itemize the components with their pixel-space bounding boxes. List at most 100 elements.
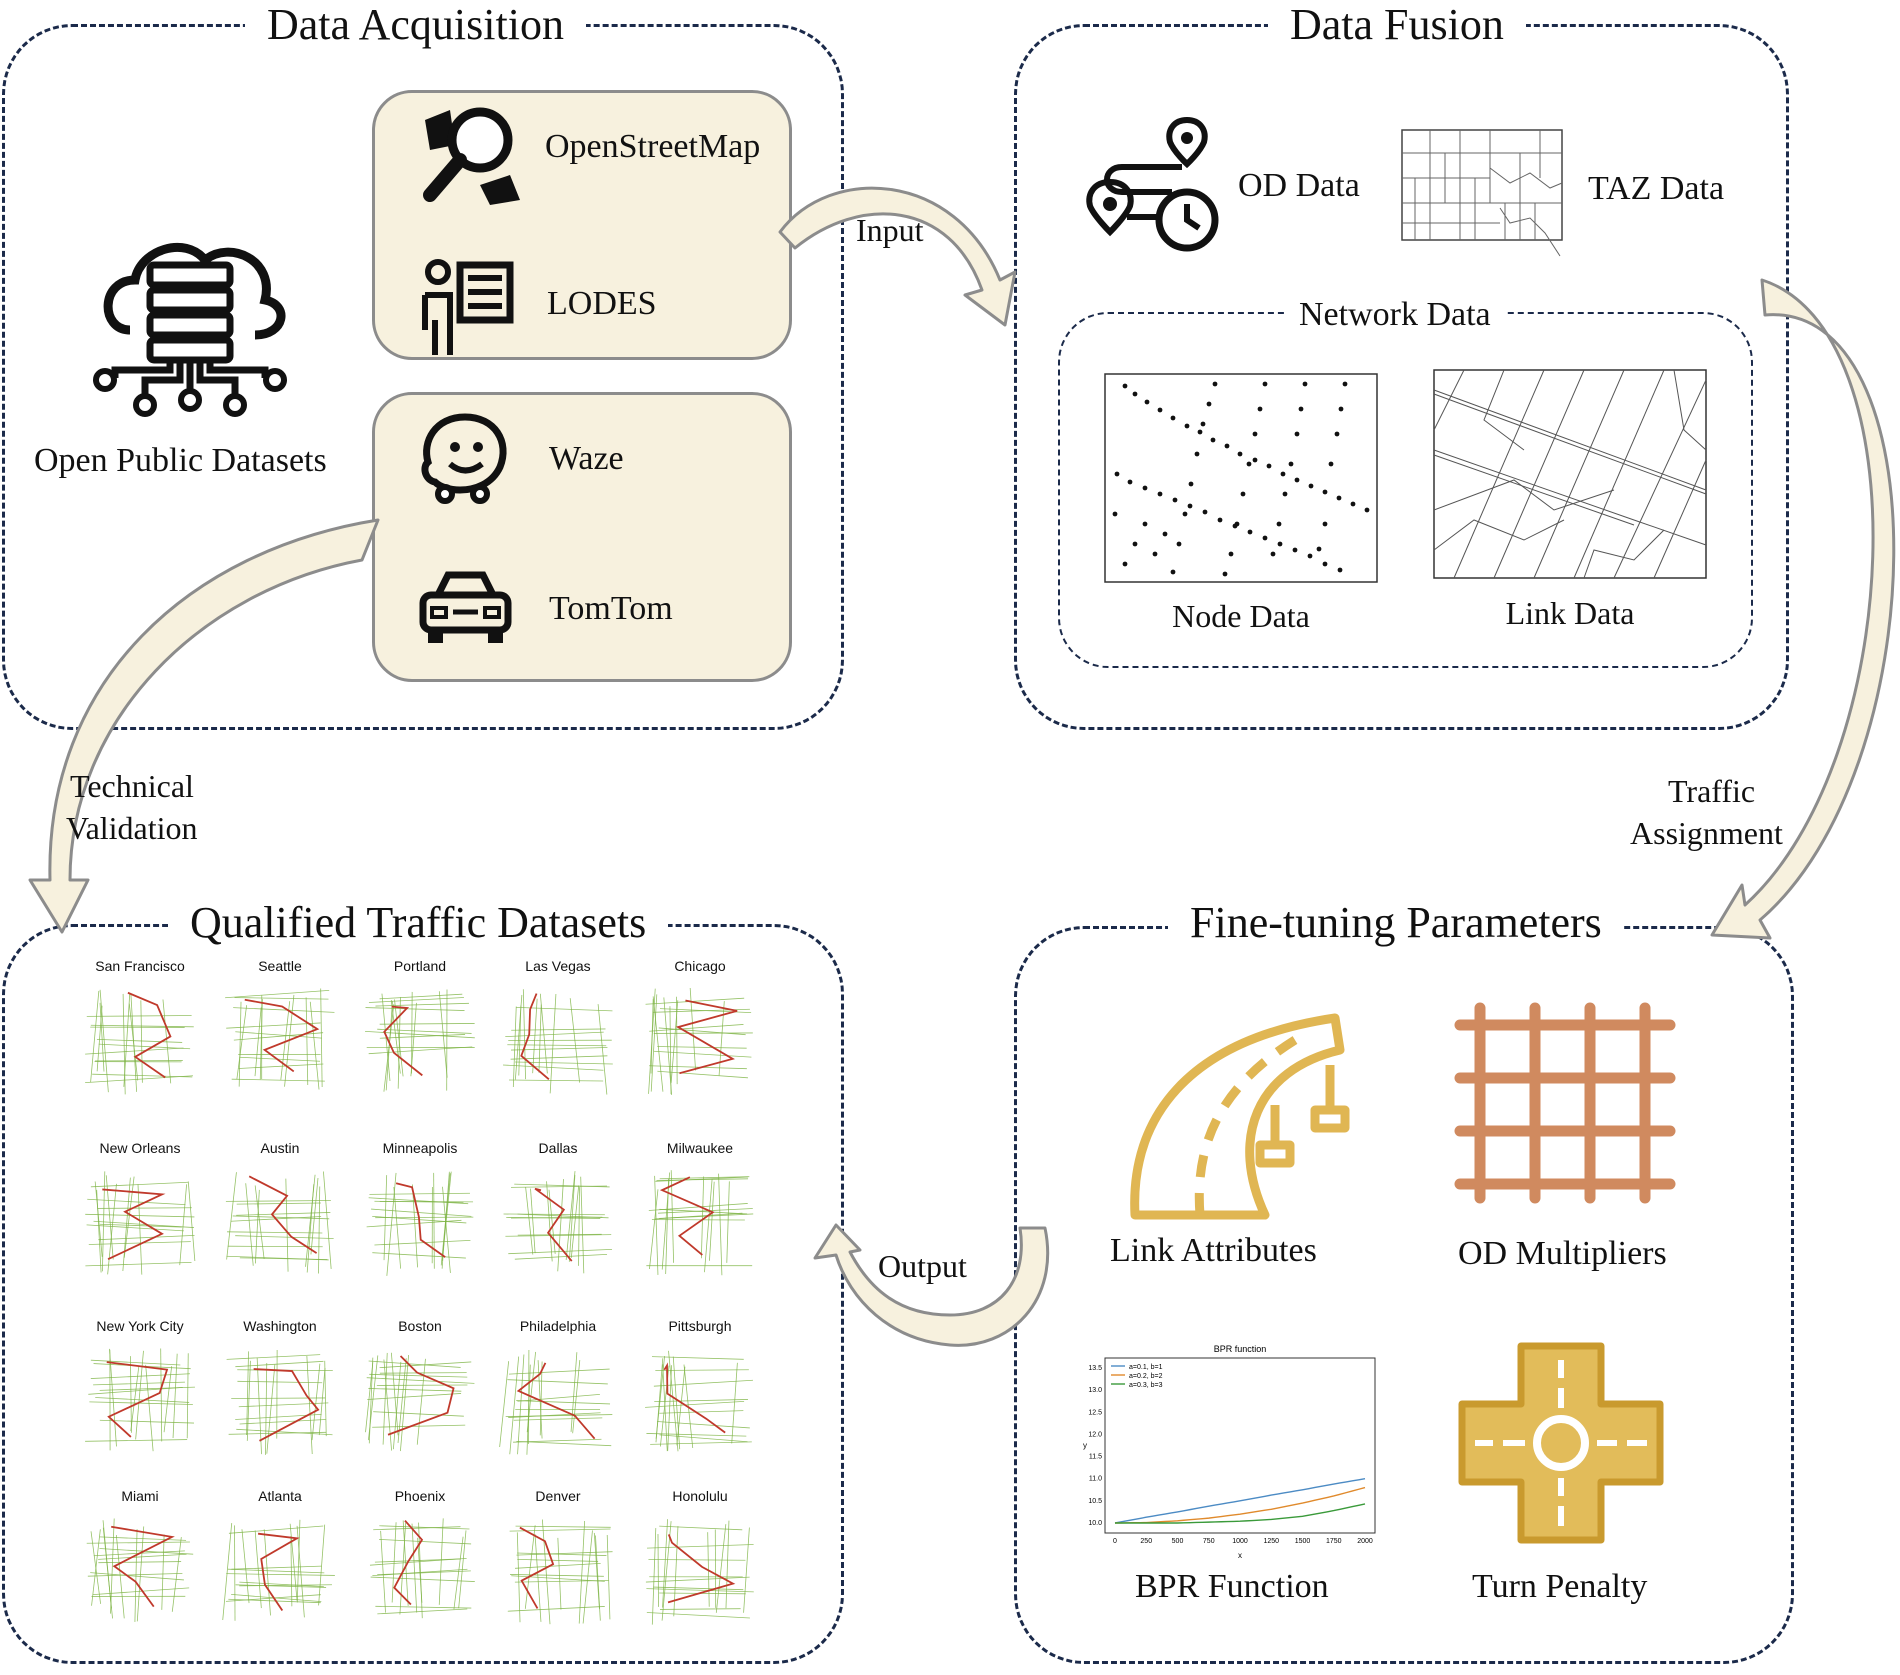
source-label-lodes: LODES (547, 285, 657, 322)
city-label: Miami (121, 1488, 159, 1504)
city-traffic-map (507, 1519, 613, 1625)
link-data-label: Link Data (1505, 595, 1635, 631)
city-traffic-map (85, 1348, 195, 1452)
city-label: Chicago (674, 958, 726, 974)
node-data-label: Node Data (1172, 598, 1310, 634)
city-label: Washington (243, 1318, 317, 1334)
link-data-plot (1433, 369, 1707, 579)
bpr-legend-entry: a=0.2, b=2 (1129, 1373, 1163, 1380)
bpr-x-tick-label: 0 (1113, 1538, 1117, 1545)
data-fusion-title: Data Fusion (1268, 0, 1526, 50)
city-traffic-map (86, 1518, 194, 1622)
city-traffic-map (366, 1171, 474, 1276)
bpr-x-tick-label: 1250 (1263, 1538, 1279, 1545)
city-traffic-map (225, 988, 335, 1090)
bpr-series-line (1114, 1486, 1366, 1524)
city-traffic-map (225, 1171, 334, 1274)
bpr-series-line (1115, 1503, 1366, 1524)
bpr-plot-frame (1104, 1357, 1376, 1534)
bpr-y-tick-label: 10.0 (1088, 1520, 1102, 1527)
city-traffic-map (226, 1349, 333, 1455)
city-traffic-map (85, 1171, 196, 1275)
city-label: Austin (260, 1140, 300, 1156)
bpr-y-tick-label: 12.0 (1088, 1431, 1102, 1438)
bpr-legend-entry: a=0.3, b=3 (1129, 1382, 1163, 1389)
bpr-x-label: x (1238, 1551, 1242, 1560)
bpr-x-tick-label: 250 (1140, 1538, 1152, 1545)
bpr-series-line (1114, 1478, 1366, 1524)
map-search-icon (420, 105, 525, 205)
bpr-x-tick-label: 1500 (1295, 1538, 1311, 1545)
city-label: Pittsburgh (668, 1318, 732, 1334)
bpr-y-tick-label: 12.5 (1088, 1409, 1102, 1416)
bpr-chart-title: BPR function (1214, 1344, 1267, 1354)
city-traffic-map (222, 1519, 335, 1621)
od-route-icon (1082, 112, 1227, 252)
city-traffic-map (369, 1518, 475, 1619)
person-document-icon (420, 259, 515, 355)
bpr-y-tick-label: 13.5 (1088, 1365, 1102, 1372)
city-traffic-map (365, 989, 475, 1092)
od-data-label: OD Data (1238, 167, 1360, 204)
source-label-waze: Waze (549, 440, 624, 477)
traffic-assignment-label-line1: Traffic (1668, 773, 1756, 809)
taz-map-icon (1400, 128, 1565, 258)
turn-penalty-intersection-icon (1455, 1338, 1667, 1548)
cloud-server-icon (90, 220, 290, 420)
city-label: Phoenix (394, 1488, 446, 1504)
link-attributes-label: Link Attributes (1110, 1232, 1317, 1269)
city-label: Portland (393, 958, 447, 974)
city-traffic-map (645, 1350, 753, 1452)
bpr-legend-entry: a=0.1, b=1 (1129, 1364, 1163, 1371)
bpr-x-tick-label: 1750 (1326, 1538, 1342, 1545)
bpr-x-tick-label: 750 (1203, 1538, 1215, 1545)
open-public-datasets-label: Open Public Datasets (34, 442, 327, 479)
city-label: Minneapolis (382, 1140, 458, 1156)
city-label: San Francisco (95, 958, 185, 974)
city-label: Milwaukee (666, 1140, 734, 1156)
bpr-x-tick-label: 1000 (1232, 1538, 1248, 1545)
car-icon (418, 570, 513, 645)
city-label: Las Vegas (525, 958, 591, 974)
city-traffic-map (365, 1352, 475, 1452)
qualified-datasets-title: Qualified Traffic Datasets (168, 898, 669, 948)
city-label: Philadelphia (519, 1318, 597, 1334)
data-acquisition-title: Data Acquisition (245, 0, 586, 50)
city-label: New Orleans (99, 1140, 181, 1156)
city-traffic-map (502, 989, 613, 1095)
city-label: Boston (398, 1318, 442, 1334)
bpr-y-tick-label: 13.0 (1088, 1387, 1102, 1394)
city-label: Seattle (258, 958, 302, 974)
output-arrow-label: Output (878, 1248, 967, 1284)
bpr-y-tick-label: 11.0 (1089, 1476, 1102, 1483)
city-label: Dallas (538, 1140, 578, 1156)
city-label: Atlanta (258, 1488, 302, 1504)
city-label: New York City (96, 1318, 184, 1334)
bpr-function-chart: BPR function 0 250 500 750 1000 1250 1500 1750 2… (1083, 1344, 1376, 1560)
road-bridge-icon (1125, 1010, 1350, 1220)
city-traffic-map (645, 1519, 754, 1625)
od-multipliers-label: OD Multipliers (1458, 1235, 1667, 1272)
technical-validation-label-line2: Validation (66, 810, 198, 846)
turn-penalty-label: Turn Penalty (1472, 1568, 1648, 1605)
source-label-tomtom: TomTom (549, 590, 673, 627)
finetuning-title: Fine-tuning Parameters (1168, 898, 1624, 948)
traffic-assignment-label-line2: Assignment (1630, 815, 1783, 851)
city-traffic-map (646, 1170, 754, 1276)
bpr-y-tick-label: 11.5 (1089, 1454, 1102, 1461)
city-traffic-map (645, 988, 753, 1095)
city-label: Honolulu (672, 1488, 728, 1504)
taz-data-label: TAZ Data (1588, 170, 1725, 207)
bpr-y-label: y (1083, 1441, 1087, 1450)
city-traffic-map (85, 989, 194, 1095)
bpr-x-tick-label: 500 (1172, 1538, 1184, 1545)
city-traffic-map (503, 1171, 613, 1274)
city-label: Denver (535, 1488, 581, 1504)
network-data-title: Network Data (1285, 290, 1505, 340)
city-traffic-map (499, 1349, 613, 1455)
technical-validation-label-line1: Technical (70, 768, 194, 804)
bpr-function-label: BPR Function (1135, 1568, 1329, 1605)
bpr-x-tick-label: 2000 (1357, 1538, 1373, 1545)
node-data-plot (1104, 373, 1378, 583)
od-multipliers-grid-icon (1454, 1000, 1676, 1205)
